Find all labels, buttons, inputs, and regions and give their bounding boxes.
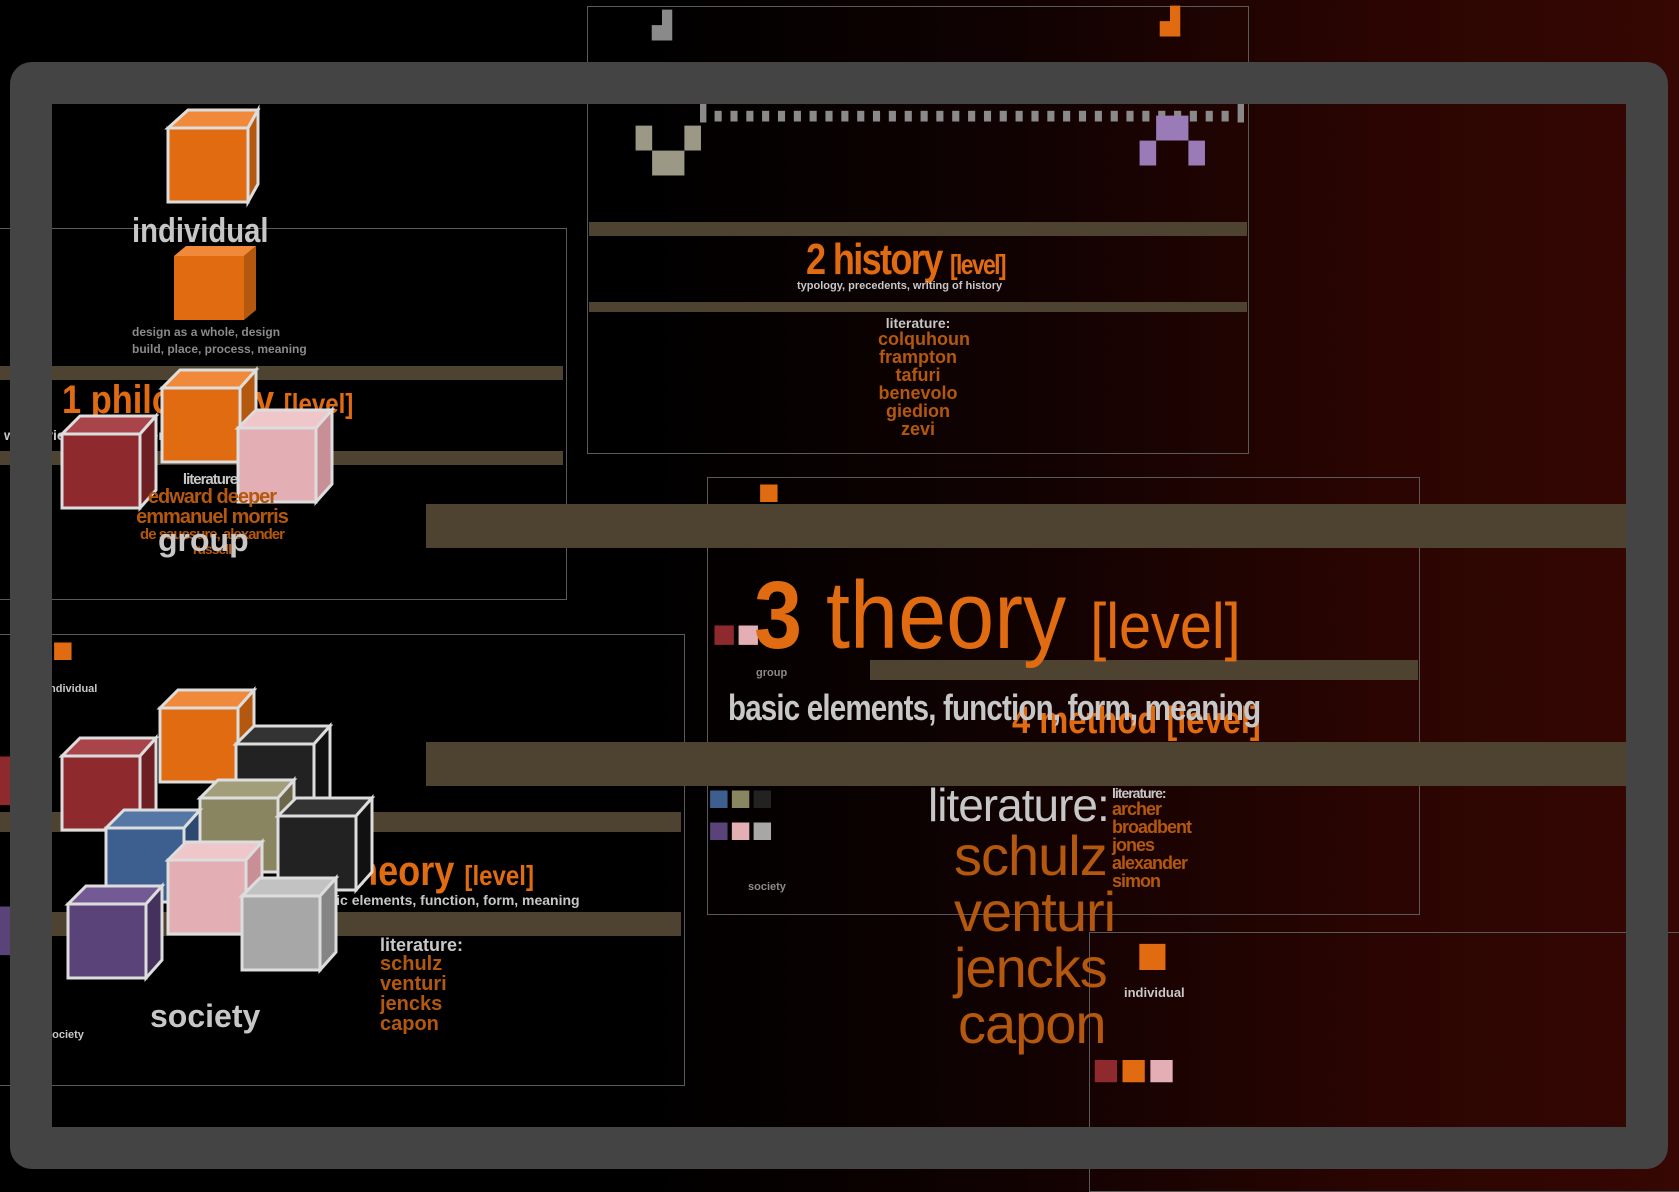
edge-cubes-left-2: ▌ xyxy=(0,908,29,952)
history-cluster-right: ▞▚ xyxy=(1140,117,1205,164)
society-cube-black-2 xyxy=(274,794,376,894)
theory-left-subtitle: basic elements, function, form, meaning xyxy=(312,892,580,908)
history-list-item: frampton xyxy=(879,347,957,367)
center-band-lower xyxy=(426,742,1632,786)
society-cube-grey xyxy=(238,874,340,974)
center-mini-cubes-upper: ■■ xyxy=(712,612,761,656)
center-band-upper xyxy=(426,504,1632,548)
theory-left-list-item: jencks xyxy=(380,993,443,1015)
theory-left-list-header: literature: xyxy=(380,935,464,955)
philosophy-center-cube xyxy=(174,246,256,320)
center-overlap-title: 4 method [level] xyxy=(1012,700,1261,742)
edge-cube-top: ■ xyxy=(52,629,74,670)
history-literature-list: literature: colquhoun frampton tafuri be… xyxy=(878,315,970,439)
philosophy-list-item: russell xyxy=(192,541,232,557)
history-title-num: 2 xyxy=(806,235,826,284)
philosophy-list-item: de saussure, alexander xyxy=(140,526,285,543)
history-mini-label-left: ▟ xyxy=(652,10,672,40)
edge-label-bottom: society xyxy=(46,1029,84,1041)
center-title: 3 theory [level] xyxy=(754,568,1241,664)
history-panel xyxy=(587,6,1249,454)
center-list-header: literature: xyxy=(928,779,1110,831)
history-title: 2 history [level] xyxy=(806,235,1007,284)
center-mini-list-item: archer xyxy=(1112,799,1162,819)
center-mini-list-item: jones xyxy=(1112,835,1155,855)
center-society-label: society xyxy=(748,881,786,893)
history-timeline: ▌▖▖▖▖▖▖▖▖▖▖▖▖▖▖▖▖▖▖▖▖▖▖▖▖▖▖▖▖▖▖▖▖▖▌ xyxy=(700,101,1253,121)
history-list-item: tafuri xyxy=(895,365,941,385)
edge-label-top: individual xyxy=(46,683,98,695)
individual-cube xyxy=(164,104,261,208)
center-title-word: theory xyxy=(826,562,1067,669)
history-subtitle: typology, precedents, writing of history xyxy=(797,280,1003,292)
theory-left-list-item: venturi xyxy=(380,973,447,995)
history-list-item: colquhoun xyxy=(878,329,970,349)
theory-left-literature-list: literature: schulz venturi jencks capon xyxy=(380,936,463,1034)
history-mini-cube-right: ▟ xyxy=(1160,6,1180,36)
bottom-right-panel xyxy=(1089,932,1679,1192)
philosophy-literature-list: literature: edward deeper emmanuel morri… xyxy=(112,472,312,556)
individual-label: individual xyxy=(132,212,269,250)
philosophy-list-header: literature: xyxy=(182,471,242,488)
center-mini-cubes-lower: ■■■■■■ xyxy=(708,777,774,851)
center-list-item: venturi xyxy=(954,880,1116,943)
center-band-mid xyxy=(870,660,1418,680)
philosophy-desc-2: build, place, process, meaning xyxy=(132,342,307,356)
theory-left-list-item: schulz xyxy=(380,953,443,975)
center-title-num: 3 xyxy=(754,562,803,669)
philosophy-desc-1: design as a whole, design xyxy=(132,325,281,339)
bottom-right-cube-label: individual xyxy=(1124,985,1185,1000)
theory-panel-center xyxy=(707,477,1420,915)
history-list-item: benevolo xyxy=(878,383,958,403)
center-title-tag: [level] xyxy=(1090,590,1241,662)
center-list-item: schulz xyxy=(954,824,1108,887)
center-literature-list: literature: schulz venturi jencks capon xyxy=(928,782,1168,1052)
history-title-word: history xyxy=(832,235,943,284)
group-label: group xyxy=(158,522,249,558)
society-cube-purple xyxy=(64,882,166,982)
history-list-item: zevi xyxy=(900,419,936,439)
theory-panel-left xyxy=(0,634,685,1086)
philosophy-panel xyxy=(0,228,567,600)
philosophy-list-item: edward deeper xyxy=(147,486,277,508)
center-mini-list-header: literature: xyxy=(1112,785,1167,801)
center-mini-list-item: broadbent xyxy=(1112,817,1192,837)
bottom-right-cube-group: ■■■ xyxy=(1092,1043,1176,1095)
group-cube-pink xyxy=(234,406,336,506)
philosophy-list-item: emmanuel morris xyxy=(136,506,289,528)
theory-left-list-item: capon xyxy=(380,1013,439,1035)
center-list-item: capon xyxy=(958,992,1107,1055)
bottom-right-cube: ■ xyxy=(1136,925,1169,985)
edge-cubes-left: ▌ xyxy=(0,758,29,802)
history-cluster-left: ▚▞ xyxy=(636,127,701,174)
center-list-item: jencks xyxy=(954,936,1108,999)
history-list-header: literature: xyxy=(885,315,951,331)
philosophy-band-top xyxy=(0,366,563,380)
center-subtitle: basic elements, function, form, meaning xyxy=(728,687,1261,728)
center-mini-list-item: alexander xyxy=(1112,853,1188,873)
theory-left-title-tag: [level] xyxy=(464,860,535,891)
center-mini-list-item: simon xyxy=(1112,871,1161,891)
history-band-top xyxy=(589,222,1247,236)
center-group-label: group xyxy=(756,667,788,679)
history-list-item: giedion xyxy=(886,401,950,421)
society-label: society xyxy=(150,998,261,1034)
history-band-bottom xyxy=(589,302,1247,312)
group-cube-red xyxy=(58,412,160,512)
history-title-tag: [level] xyxy=(950,249,1007,280)
philosophy-title-num: 1 xyxy=(62,378,82,422)
center-top-cube: ■ xyxy=(758,471,780,512)
center-mini-list: literature: archer broadbent jones alexa… xyxy=(1112,785,1192,891)
